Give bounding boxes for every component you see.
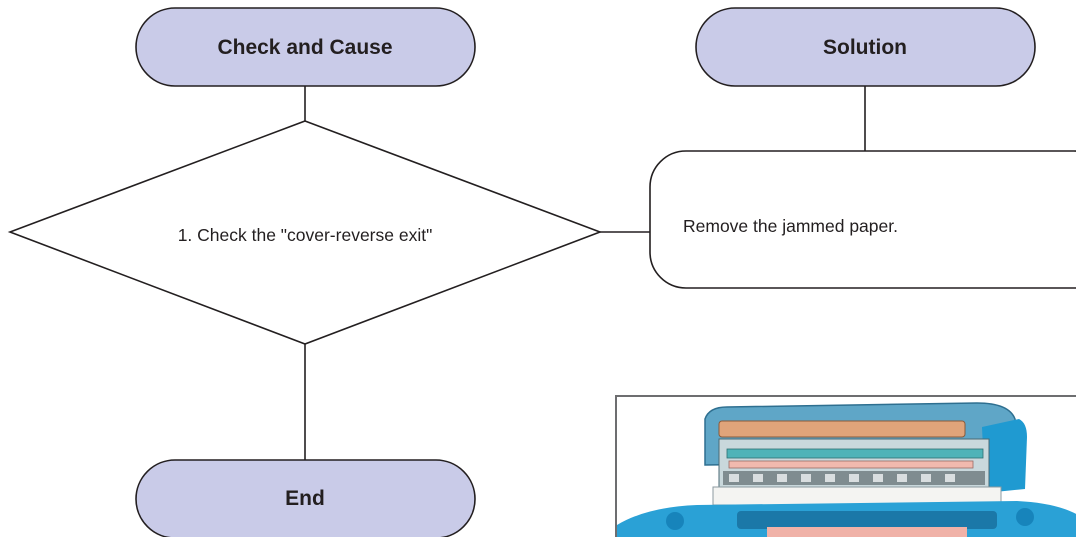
left-knob [666, 512, 684, 530]
decision-diamond: 1. Check the "cover-reverse exit" [7, 120, 603, 345]
end-shape [135, 459, 476, 537]
decision-label: 1. Check the "cover-reverse exit" [178, 225, 433, 245]
decision-shape [7, 120, 603, 345]
end-terminator: End [135, 459, 476, 537]
solution-terminator: Solution [695, 7, 1036, 87]
action-label: Remove the jammed paper. [683, 216, 898, 236]
check-and-cause-terminator: Check and Cause [135, 7, 476, 87]
top-roller [718, 420, 966, 438]
gear-teeth [729, 474, 955, 482]
action-shape [649, 150, 1076, 289]
printer-side-panel [982, 419, 1027, 493]
check-and-cause-shape [135, 7, 476, 87]
printer-cutaway-photo [615, 395, 1076, 537]
end-label: End [285, 487, 325, 510]
solution-shape [695, 7, 1036, 87]
printer-illustration [617, 402, 1076, 537]
front-pink-strip [767, 527, 967, 537]
front-cover-slot [737, 511, 997, 529]
pink-roller [728, 460, 974, 469]
solution-label: Solution [823, 36, 907, 59]
action-box: Remove the jammed paper. [649, 150, 1076, 289]
check-and-cause-label: Check and Cause [217, 36, 392, 59]
right-knob [1016, 508, 1034, 526]
teal-roller [726, 448, 984, 459]
